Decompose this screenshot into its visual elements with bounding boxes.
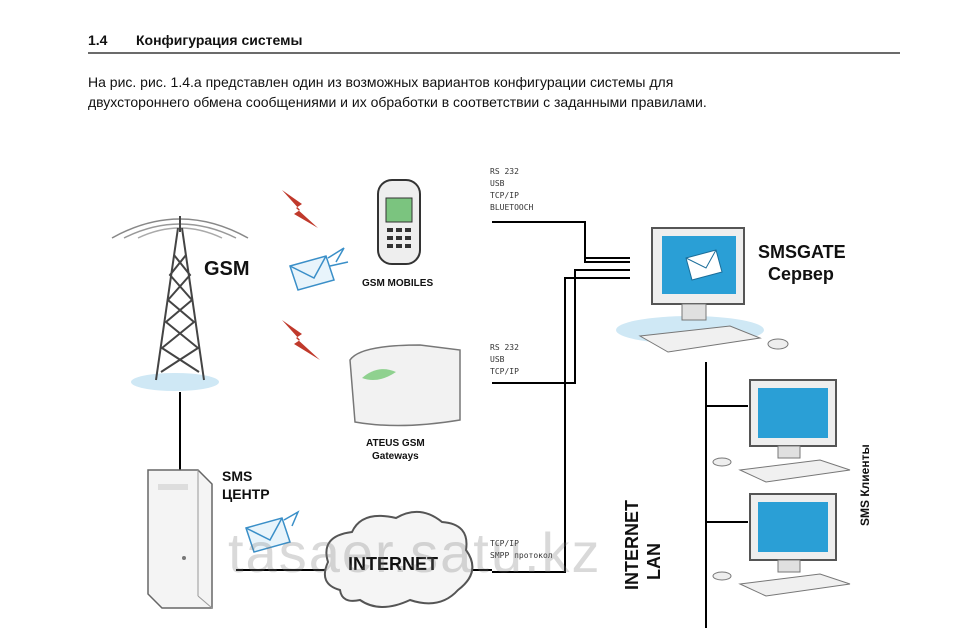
lightning-icon xyxy=(282,190,318,228)
protocol-item: TCP/IP xyxy=(490,539,519,548)
envelope-icon xyxy=(245,510,300,553)
protocol-item: USB xyxy=(490,355,505,364)
signal-lightning-icons xyxy=(282,190,320,360)
gsm-mobiles-label: GSM MOBILES xyxy=(362,278,434,289)
connection-lines xyxy=(179,221,748,628)
client-computer-icon xyxy=(712,379,851,483)
sms-center-label-1: SMS xyxy=(222,468,253,484)
protocol-list-middle: RS 232 USB TCP/IP xyxy=(490,342,519,378)
gsm-tower-icon xyxy=(111,216,249,391)
gsm-label: GSM xyxy=(204,258,250,280)
envelope-icon xyxy=(289,247,349,291)
smsgate-server-monitor-icon xyxy=(616,227,789,353)
lightning-icon xyxy=(282,320,320,360)
ateus-gateway-label-2: Gateways xyxy=(372,451,419,462)
sms-center-server-icon xyxy=(147,469,213,609)
protocol-item: SMPP протокол xyxy=(490,551,553,560)
section-heading: 1.4 Конфигурация системы xyxy=(88,30,900,54)
protocol-item: USB xyxy=(490,179,505,188)
protocol-item: RS 232 xyxy=(490,343,519,352)
internet-lan-label-2: LAN xyxy=(644,543,664,580)
watermark: tasaer.satu.kz xyxy=(228,521,602,584)
gsm-gateway-icon xyxy=(349,344,461,427)
server-label: Сервер xyxy=(768,264,834,284)
sms-clients-label: SMS Клиенты xyxy=(858,444,872,526)
client-computer-icon xyxy=(712,493,851,597)
protocol-item: BLUETOOCH xyxy=(490,203,534,212)
paragraph-line-2: двухстороннего обмена сообщениями и их о… xyxy=(88,94,707,110)
section-number: 1.4 xyxy=(88,32,108,48)
protocol-item: TCP/IP xyxy=(490,367,519,376)
intro-paragraph: На рис. рис. 1.4.а представлен один из в… xyxy=(88,72,888,112)
protocol-list-bottom: TCP/IP SMPP протокол xyxy=(490,538,553,562)
internet-lan-label-1: INTERNET xyxy=(622,500,642,590)
ateus-gateway-label-1: ATEUS GSM xyxy=(366,438,425,449)
protocol-item: TCP/IP xyxy=(490,191,519,200)
smsgate-label: SMSGATE xyxy=(758,242,846,262)
mobile-phone-icon xyxy=(377,179,421,265)
protocol-item: RS 232 xyxy=(490,167,519,176)
paragraph-line-1: На рис. рис. 1.4.а представлен один из в… xyxy=(88,74,674,90)
section-title: Конфигурация системы xyxy=(136,32,303,48)
internet-cloud-label: INTERNET xyxy=(348,554,438,574)
internet-cloud-icon xyxy=(324,511,474,608)
protocol-list-top: RS 232 USB TCP/IP BLUETOOCH xyxy=(490,166,533,214)
sms-center-label-2: ЦЕНТР xyxy=(222,486,270,502)
